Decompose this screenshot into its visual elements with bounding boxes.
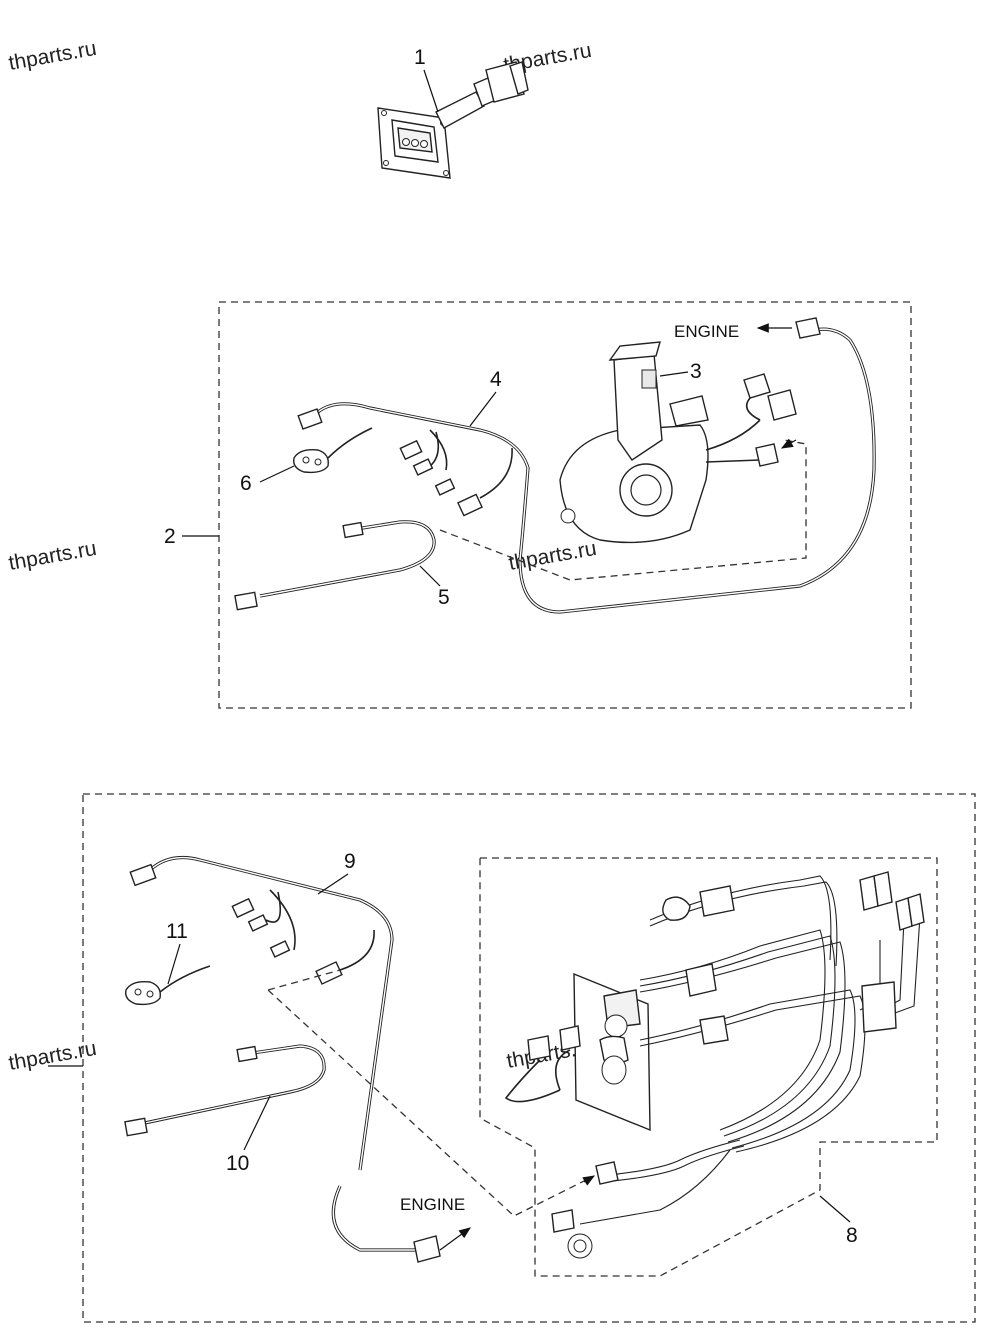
watermark: thparts.ru bbox=[7, 537, 98, 575]
part-5-cable bbox=[234, 520, 436, 611]
watermarks: thparts.ru thparts.ru thparts.ru thparts… bbox=[7, 37, 598, 1075]
part-11-connector bbox=[125, 965, 211, 1006]
kit-8-boundary bbox=[479, 857, 938, 1277]
callout-8: 8 bbox=[846, 1224, 858, 1247]
callout-5: 5 bbox=[438, 586, 450, 609]
callout-10: 10 bbox=[226, 1152, 249, 1175]
part-6-connector bbox=[293, 427, 373, 474]
part-1-switch-panel bbox=[377, 61, 529, 179]
part-10-cable bbox=[124, 1044, 326, 1137]
part-4-wire-harness bbox=[297, 317, 876, 614]
callout-2: 2 bbox=[164, 525, 176, 548]
part-9-wire-harness bbox=[129, 856, 441, 1263]
engine-label: ENGINE bbox=[400, 1195, 465, 1214]
callout-9: 9 bbox=[344, 850, 356, 873]
callout-6: 6 bbox=[240, 472, 252, 495]
part-8-main-switch-harness bbox=[504, 871, 925, 1259]
connection-guide bbox=[439, 439, 807, 581]
callout-1: 1 bbox=[414, 46, 426, 69]
watermark: thparts.ru bbox=[7, 37, 98, 75]
kit-outer-boundary bbox=[82, 793, 976, 1323]
callout-3: 3 bbox=[690, 360, 702, 383]
watermark: thparts.ru bbox=[7, 1037, 98, 1075]
kit-2-boundary bbox=[218, 301, 912, 709]
part-3-remote-control bbox=[559, 341, 797, 544]
callout-11: 11 bbox=[166, 920, 188, 943]
connection-guide-lower bbox=[267, 969, 591, 1217]
callout-4: 4 bbox=[490, 368, 502, 391]
engine-label: ENGINE bbox=[674, 322, 739, 341]
callouts: 1 2 3 4 5 6 8 9 10 11 bbox=[48, 46, 858, 1247]
